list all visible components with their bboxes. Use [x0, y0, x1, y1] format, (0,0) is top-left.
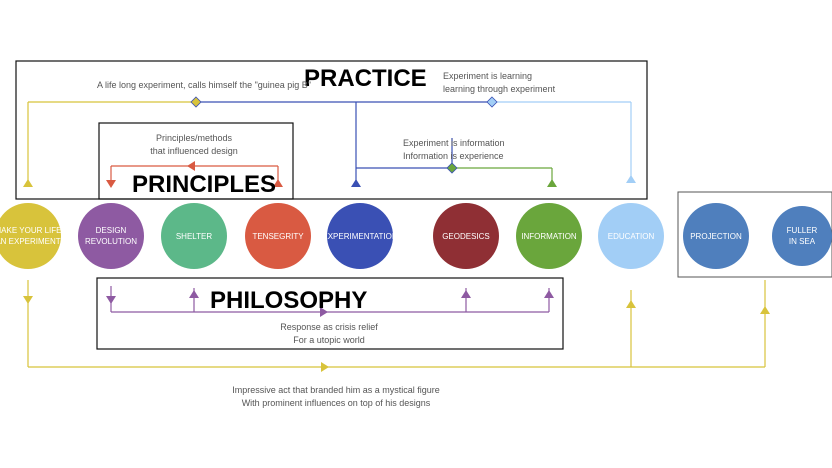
node-label: GEODESICS: [442, 232, 490, 241]
philosophy-heading: PHILOSOPHY: [210, 287, 367, 314]
note-information-2: Information is experience: [403, 151, 504, 161]
node-tensegrity: TENSEGRITY: [245, 203, 311, 269]
node-education: EDUCATION: [598, 203, 664, 269]
node-shelter: SHELTER: [161, 203, 227, 269]
node-label: DESIGN: [96, 226, 127, 235]
node-label: EDUCATION: [608, 232, 655, 241]
node-fuller-in-sea: FULLER IN SEA: [772, 206, 832, 266]
node-label: EXPERIMENTATION: [322, 232, 397, 241]
node-design-revolution: DESIGN REVOLUTION: [78, 203, 144, 269]
node-circle: [516, 203, 582, 269]
information-connector: [446, 162, 557, 187]
node-circle: [433, 203, 499, 269]
node-label: AN EXPERIMENT: [0, 237, 61, 246]
note-philosophy-2: For a utopic world: [293, 335, 365, 345]
node-information: INFORMATION: [516, 203, 582, 269]
note-learning-1: Experiment is learning: [443, 71, 532, 81]
node-circle: [327, 203, 393, 269]
practice-heading: PRACTICE: [304, 65, 427, 92]
note-mystic-1: Impressive act that branded him as a mys…: [232, 385, 440, 395]
outer-frame: [677, 191, 832, 278]
mystic-connector: [23, 280, 770, 372]
node-circle: [772, 206, 832, 266]
practice-right-connector: [486, 96, 636, 183]
note-information-1: Experiment is information: [403, 138, 505, 148]
practice-left-connector: [23, 96, 202, 187]
note-principles-1: Principles/methods: [156, 133, 233, 143]
node-circle: [161, 203, 227, 269]
note-philosophy-1: Response as crisis relief: [280, 322, 378, 332]
node-projection: PROJECTION: [683, 203, 749, 269]
principles-connector: [106, 161, 283, 188]
node-label: MAKE YOUR LIFE: [0, 226, 61, 235]
node-experimentation: EXPERIMENTATION: [322, 203, 398, 269]
note-mystic-2: With prominent influences on top of his …: [242, 398, 431, 408]
node-circle: [683, 203, 749, 269]
node-label: PROJECTION: [690, 232, 742, 241]
node-label: INFORMATION: [521, 232, 577, 241]
node-label: IN SEA: [789, 237, 816, 246]
node-label: SHELTER: [176, 232, 213, 241]
node-circle: [78, 203, 144, 269]
node-circle: [0, 203, 61, 269]
note-guinea-pig: A life long experiment, calls himself th…: [97, 80, 311, 90]
node-label: TENSEGRITY: [252, 232, 304, 241]
node-label: FULLER: [787, 226, 818, 235]
philosophy-connector: [106, 286, 554, 317]
note-principles-2: that influenced design: [150, 146, 238, 156]
practice-frame: [15, 60, 648, 200]
note-learning-2: learning through experiment: [443, 84, 556, 94]
principles-frame: [98, 122, 294, 200]
node-circle: [598, 203, 664, 269]
philosophy-frame: [96, 277, 564, 350]
node-make-your-life: MAKE YOUR LIFE AN EXPERIMENT: [0, 203, 61, 269]
node-circle: [245, 203, 311, 269]
node-label: REVOLUTION: [85, 237, 137, 246]
node-geodesics: GEODESICS: [433, 203, 499, 269]
principles-heading: PRINCIPLES: [132, 171, 276, 198]
